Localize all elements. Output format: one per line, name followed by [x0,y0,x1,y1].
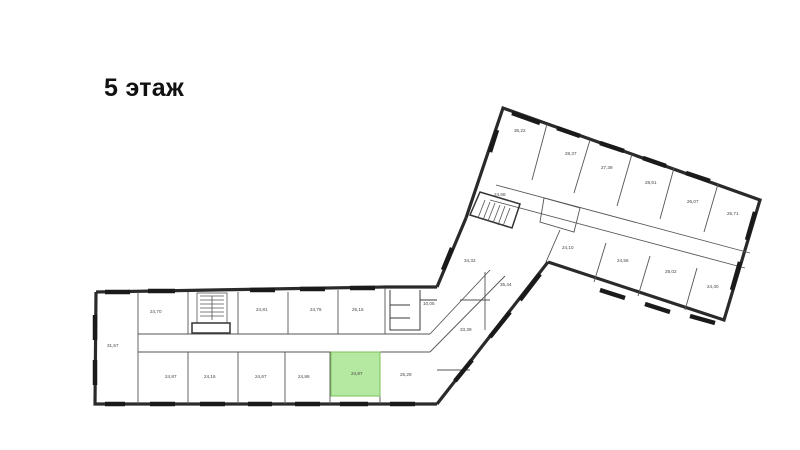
apartment-area-label: 26,71 [727,211,739,216]
apartment-area-label: 31,57 [107,343,119,348]
apartment-a1[interactable] [138,292,188,334]
apartment-a3[interactable] [288,290,338,334]
apartment-area-label: 28,02 [665,269,677,274]
apartment-a16[interactable] [520,225,580,258]
apartment-area-label: 24,67 [255,374,267,379]
floor-title: 5 этаж [104,74,184,102]
apartment-area-label: 24,87 [165,374,177,379]
apartment-area-label: 24,68 [494,192,506,197]
apartment-a7[interactable] [138,352,188,404]
apartment-area-label: 27,39 [601,165,613,170]
apartment-area-label: 25,16 [352,307,364,312]
west-stairwell [191,292,231,334]
apartment-area-label: 28,37 [565,151,577,156]
apartment-area-label: 24,10 [562,245,574,250]
apartment-area-label: 24,76 [310,307,322,312]
apartment-a2[interactable] [238,292,288,334]
apartment-area-label: 36,22 [514,128,526,133]
link-walls [429,217,550,405]
apartment-a15[interactable] [446,230,490,278]
apartment-area-label: 24,16 [204,374,216,379]
apartment-area-label: 33,39 [460,327,472,332]
apartment-a6[interactable] [96,300,138,404]
east-wing-walls [464,105,762,326]
apartment-area-label: 24,81 [256,307,268,312]
apartments-layer [96,225,580,404]
apartment-area-label: 24,40 [707,284,719,289]
apartment-a11-selected[interactable] [330,351,381,397]
apartment-area-label: 28,61 [645,180,657,185]
apartment-area-label: 24,87 [351,371,363,376]
east-stairwell [468,191,581,233]
apartment-a5[interactable] [420,290,437,310]
apartment-area-label: 26,07 [687,199,699,204]
apartment-a12[interactable] [380,352,437,404]
area-labels-layer: 24,70 24,81 24,76 25,16 10,05 31,57 24,87 24,16… [107,128,739,379]
apartment-area-label: 10,05 [423,301,435,306]
apartment-a14[interactable] [485,270,530,330]
apartment-area-label: 35,44 [500,282,512,287]
west-wing-walls [92,285,437,407]
apartment-area-label: 24,86 [298,374,310,379]
apartment-area-label: 25,29 [400,372,412,377]
apartment-area-label: 24,70 [150,309,162,314]
apartment-area-label: 24,56 [617,258,629,263]
apartment-area-label: 34,32 [464,258,476,263]
